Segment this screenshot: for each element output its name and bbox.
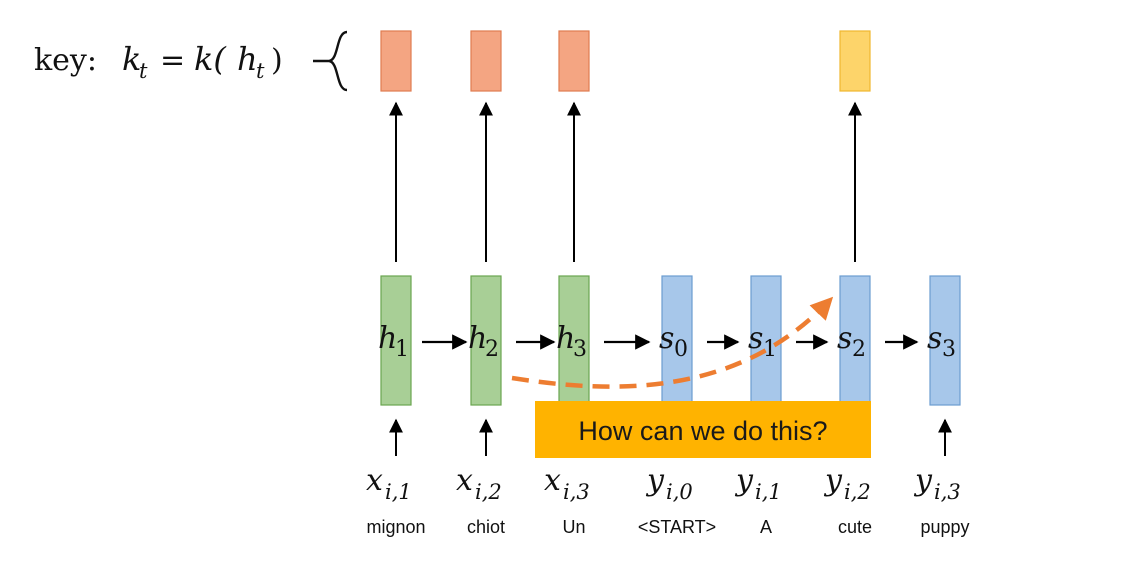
input-variable: y [645,463,665,498]
key-brace [313,30,348,92]
input-word: cute [838,517,872,537]
state-subscript: 3 [573,337,587,362]
input-word: puppy [920,517,969,537]
key-rhs-subscript: t [256,59,265,83]
state-subscript: 1 [763,337,777,362]
state-letter: h [556,321,575,356]
key-rhs-k: k( [194,40,227,78]
key-prefix: key: [34,43,97,78]
state-subscript: 3 [942,337,956,362]
state-letter: h [378,321,397,356]
key-equals: = [160,43,185,78]
key-rhs-h: h [237,40,258,78]
attention-curve [511,296,834,389]
encoder-state-bar [470,275,502,406]
input-subscript: i,0 [666,480,693,504]
state-subscript: 0 [674,337,688,362]
state-subscript: 2 [485,337,499,362]
state-letter: h [468,321,487,356]
input-subscript: i,3 [934,480,961,504]
input-word: <START> [638,517,716,537]
input-variable: y [734,463,754,498]
state-letter: s [837,321,852,356]
input-word: chiot [467,517,505,537]
key-label: key: k t = k( h t ) [34,30,348,92]
key-box [839,30,871,92]
key-rhs-close: ) [271,43,283,78]
input-word: Un [562,517,585,537]
input-variable: x [544,463,561,498]
input-subscript: i,1 [755,480,782,504]
input-subscript: i,2 [475,480,502,504]
decoder-state-bar [929,275,961,406]
callout-text: How can we do this? [578,416,827,446]
input-subscript: i,1 [385,480,412,504]
encoder-state-bar [380,275,412,406]
state-subscript: 2 [852,337,866,362]
input-word: mignon [366,517,425,537]
state-letter: s [748,321,763,356]
input-variable: y [913,463,933,498]
decoder-state-bar [661,275,693,406]
input-variable: x [366,463,383,498]
key-box [470,30,502,92]
callout: How can we do this? [535,401,871,458]
state-letter: s [927,321,942,356]
decoder-state-bar [839,275,871,406]
input-subscript: i,2 [844,480,871,504]
state-subscript: 1 [395,337,409,362]
key-box [380,30,412,92]
input-variable: x [456,463,473,498]
key-box [558,30,590,92]
key-k-subscript: t [139,59,148,83]
input-word: A [760,517,772,537]
key-k-symbol: k [122,40,141,78]
input-subscript: i,3 [563,480,590,504]
callout-box [535,401,871,458]
input-variable: y [823,463,843,498]
state-letter: s [659,321,674,356]
